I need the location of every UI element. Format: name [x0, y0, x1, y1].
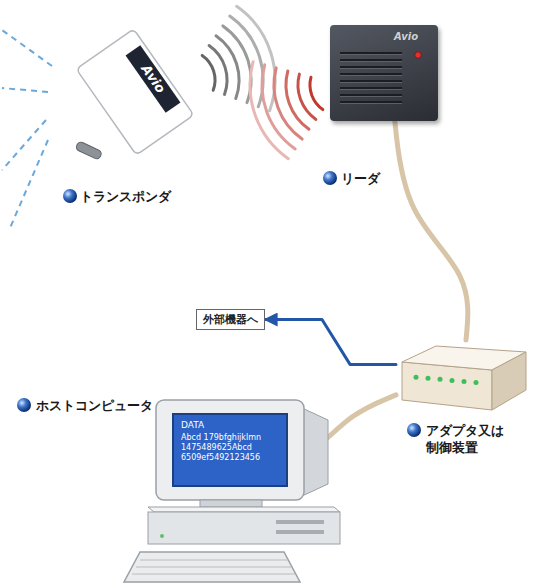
radio-waves-reader: [250, 62, 323, 159]
host-computer: [124, 400, 340, 582]
screen-data: 1475489625Abcd: [181, 443, 279, 453]
bullet-marks: [17, 171, 337, 412]
transponder-card: Avio: [72, 28, 198, 156]
screen-heading: DATA: [181, 420, 279, 430]
reader-unit: Avio: [330, 25, 438, 121]
monitor-screen: DATA Abcd 179bfghijklmn1475489625Abcd6509…: [172, 413, 288, 487]
adapter-box: アダプタ又は 制御装置: [396, 340, 536, 462]
logo-text: Avio: [394, 31, 438, 42]
cable: [395, 121, 468, 340]
destination-label: 外部機器へ: [203, 312, 258, 327]
screen-data: Abcd 179bfghijklmn: [181, 433, 279, 443]
key-fob: [75, 141, 102, 160]
screen-data: 6509ef5492123456: [181, 453, 279, 463]
output-arrow: [265, 320, 396, 365]
device-label: アダプタ又は 制御装置: [426, 422, 526, 456]
device-label: ホストコンピュータ: [36, 397, 153, 415]
destination-box: 外部機器へ: [196, 309, 265, 330]
device-label: リーダ: [341, 170, 380, 188]
device-label: トランスポンダ: [80, 188, 171, 206]
label-anchor: リーダ: [341, 170, 380, 188]
signal-lines: [2, 30, 52, 228]
label-anchor: トランスポンダ: [80, 188, 171, 206]
label-anchor: ホストコンピュータ: [36, 397, 153, 415]
